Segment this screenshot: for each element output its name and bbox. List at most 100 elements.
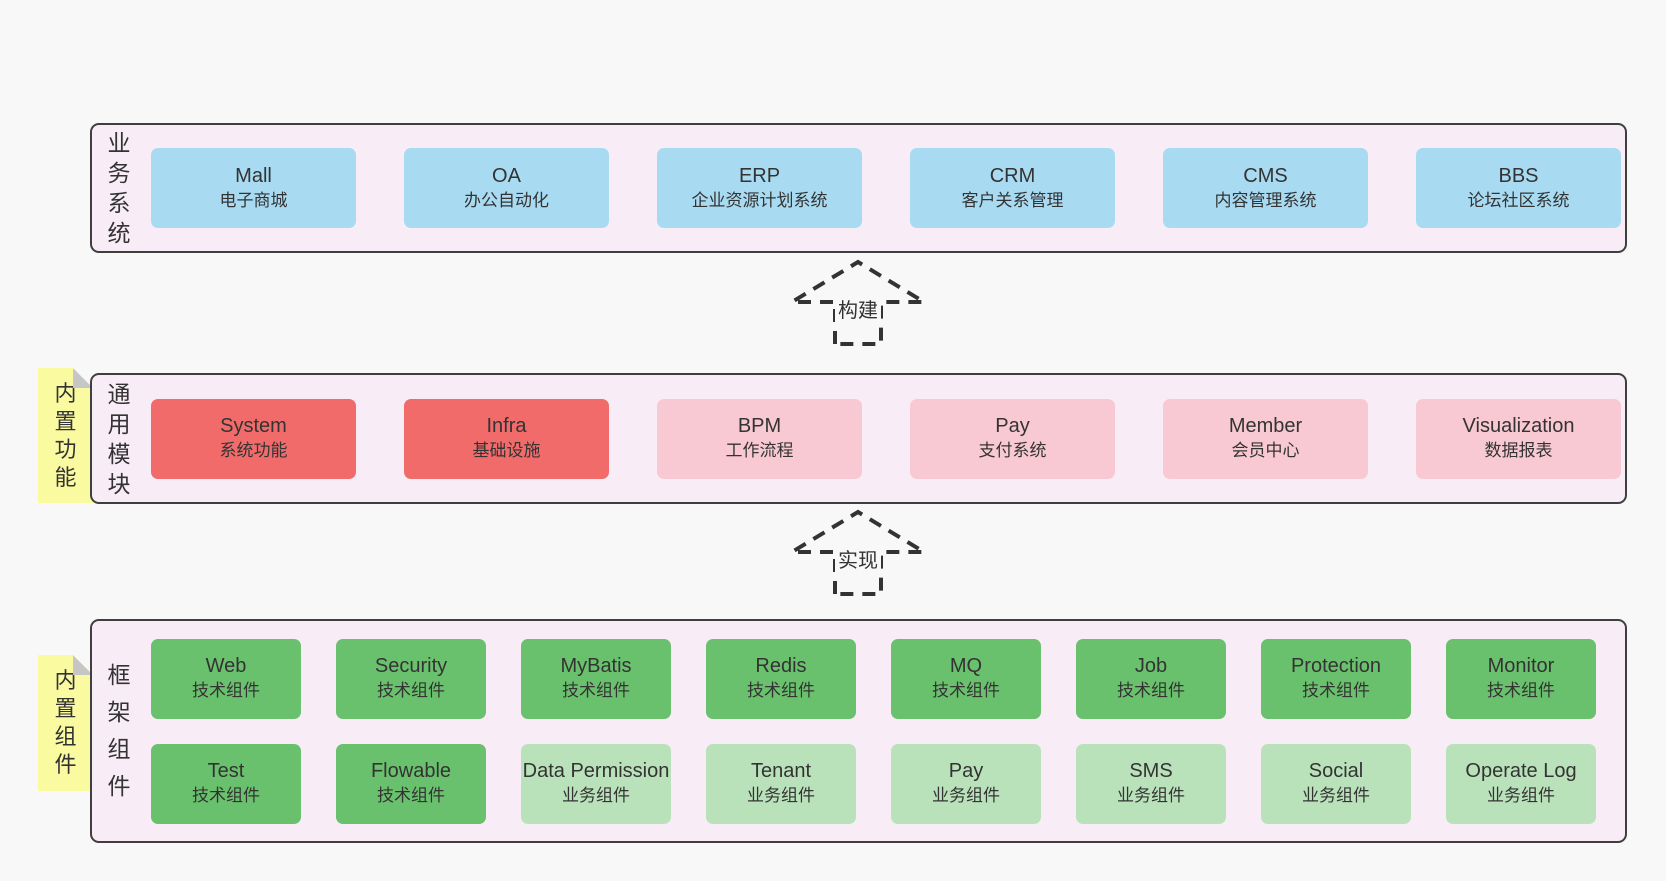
box-pay-component-zh: 业务组件 (932, 786, 1000, 805)
box-pay-component: Pay 业务组件 (891, 743, 1041, 824)
box-flowable: Flowable 技术组件 (336, 743, 486, 824)
box-redis-zh: 技术组件 (747, 681, 815, 700)
box-job-zh: 技术组件 (1117, 681, 1185, 700)
box-security: Security 技术组件 (336, 638, 486, 719)
box-system-en: System (220, 415, 287, 437)
box-oa-en: OA (492, 164, 521, 187)
box-erp-en: ERP (738, 164, 781, 187)
box-tenant-zh: 业务组件 (747, 786, 815, 805)
layer-label-column: 框架组件 (92, 621, 146, 841)
box-mq: MQ 技术组件 (891, 638, 1041, 719)
box-mq-zh: 技术组件 (932, 681, 1000, 700)
tag-built-in-components-label: 内置组件 (54, 668, 77, 777)
box-crm-en: CRM (989, 164, 1036, 187)
box-crm-zh: 客户关系管理 (961, 190, 1064, 210)
tag-built-in-components: 内置组件 (38, 655, 93, 791)
box-protection-zh: 技术组件 (1302, 681, 1370, 700)
box-cms: CMS 内容管理系统 (1163, 148, 1368, 228)
box-operate-log: Operate Log 业务组件 (1446, 743, 1596, 824)
box-member: Member 会员中心 (1163, 398, 1368, 479)
box-tenant-en: Tenant (750, 760, 812, 782)
box-mybatis-zh: 技术组件 (562, 681, 630, 700)
box-security-en: Security (374, 655, 448, 677)
arrow-implement-label: 实现 (835, 544, 881, 573)
box-social-en: Social (1308, 760, 1364, 782)
box-web: Web 技术组件 (151, 638, 301, 719)
box-member-en: Member (1228, 415, 1303, 437)
box-redis-en: Redis (755, 655, 807, 677)
box-crm: CRM 客户关系管理 (910, 148, 1115, 228)
box-system-zh: 系统功能 (219, 441, 288, 460)
layer-label-column: 业务系统 (92, 125, 146, 251)
box-oa-zh: 办公自动化 (464, 190, 549, 210)
box-bbs-en: BBS (1498, 164, 1539, 187)
box-data-permission-zh: 业务组件 (562, 786, 630, 805)
box-erp: ERP 企业资源计划系统 (657, 148, 862, 228)
box-pay-module: Pay 支付系统 (910, 398, 1115, 479)
box-job: Job 技术组件 (1076, 638, 1226, 719)
box-mall: Mall 电子商城 (151, 148, 356, 228)
box-monitor-en: Monitor (1487, 655, 1555, 677)
box-web-en: Web (205, 655, 247, 677)
arrow-implement: 实现 (788, 508, 928, 596)
box-cms-zh: 内容管理系统 (1214, 190, 1317, 210)
box-bpm-en: BPM (737, 415, 782, 437)
layer-business-systems-label: 业务系统 (107, 130, 131, 246)
box-visualization-en: Visualization (1462, 415, 1575, 437)
box-redis: Redis 技术组件 (706, 638, 856, 719)
layer-common-modules-label: 通用模块 (107, 380, 131, 497)
box-mybatis-en: MyBatis (560, 655, 632, 677)
common-modules-boxes: System 系统功能 Infra 基础设施 BPM 工作流程 Pay 支付系统… (146, 375, 1625, 502)
box-bbs: BBS 论坛社区系统 (1416, 148, 1621, 228)
framework-components-row-1: Web 技术组件 Security 技术组件 MyBatis 技术组件 Redi… (151, 638, 1625, 719)
up-arrow-dashed-icon (788, 509, 928, 596)
box-system: System 系统功能 (151, 398, 356, 479)
box-mybatis: MyBatis 技术组件 (521, 638, 671, 719)
box-erp-zh: 企业资源计划系统 (691, 190, 828, 210)
box-oa: OA 办公自动化 (404, 148, 609, 228)
arrow-build-label: 构建 (835, 294, 881, 323)
box-mq-en: MQ (949, 655, 983, 677)
box-sms-en: SMS (1129, 760, 1173, 782)
box-bpm: BPM 工作流程 (657, 398, 862, 479)
box-social-zh: 业务组件 (1302, 786, 1370, 805)
box-operate-log-en: Operate Log (1465, 760, 1577, 782)
box-sms-zh: 业务组件 (1117, 786, 1185, 805)
up-arrow-dashed-icon (788, 259, 928, 346)
box-protection: Protection 技术组件 (1261, 638, 1411, 719)
tag-built-in-features: 内置功能 (38, 368, 93, 503)
box-web-zh: 技术组件 (192, 681, 260, 700)
box-monitor-zh: 技术组件 (1487, 681, 1555, 700)
box-member-zh: 会员中心 (1231, 441, 1300, 460)
box-flowable-en: Flowable (370, 760, 452, 782)
box-social: Social 业务组件 (1261, 743, 1411, 824)
box-data-permission: Data Permission 业务组件 (521, 743, 671, 824)
framework-components-row-2: Test 技术组件 Flowable 技术组件 Data Permission … (151, 743, 1625, 824)
box-monitor: Monitor 技术组件 (1446, 638, 1596, 719)
box-pay-module-en: Pay (995, 415, 1030, 437)
box-protection-en: Protection (1290, 655, 1382, 677)
layer-framework-components: 框架组件 Web 技术组件 Security 技术组件 MyBatis 技术组件… (90, 619, 1627, 843)
box-infra: Infra 基础设施 (404, 398, 609, 479)
box-operate-log-zh: 业务组件 (1487, 786, 1555, 805)
layer-common-modules: 通用模块 System 系统功能 Infra 基础设施 BPM 工作流程 Pay… (90, 373, 1627, 504)
box-visualization: Visualization 数据报表 (1416, 398, 1621, 479)
framework-components-rows: Web 技术组件 Security 技术组件 MyBatis 技术组件 Redi… (146, 621, 1625, 841)
box-bpm-zh: 工作流程 (725, 441, 794, 460)
box-security-zh: 技术组件 (377, 681, 445, 700)
box-infra-en: Infra (486, 415, 527, 437)
business-systems-boxes: Mall 电子商城 OA 办公自动化 ERP 企业资源计划系统 CRM 客户关系… (146, 125, 1625, 251)
box-data-permission-en: Data Permission (522, 760, 670, 782)
box-test-en: Test (207, 760, 245, 782)
box-mall-en: Mall (235, 164, 272, 187)
box-visualization-zh: 数据报表 (1484, 441, 1553, 460)
box-sms: SMS 业务组件 (1076, 743, 1226, 824)
layer-framework-components-label: 框架组件 (107, 662, 131, 799)
layer-business-systems: 业务系统 Mall 电子商城 OA 办公自动化 ERP 企业资源计划系统 CRM… (90, 123, 1627, 253)
box-infra-zh: 基础设施 (472, 441, 541, 460)
layer-label-column: 通用模块 (92, 375, 146, 502)
box-flowable-zh: 技术组件 (377, 786, 445, 805)
box-bbs-zh: 论坛社区系统 (1467, 190, 1570, 210)
box-job-en: Job (1134, 655, 1168, 677)
